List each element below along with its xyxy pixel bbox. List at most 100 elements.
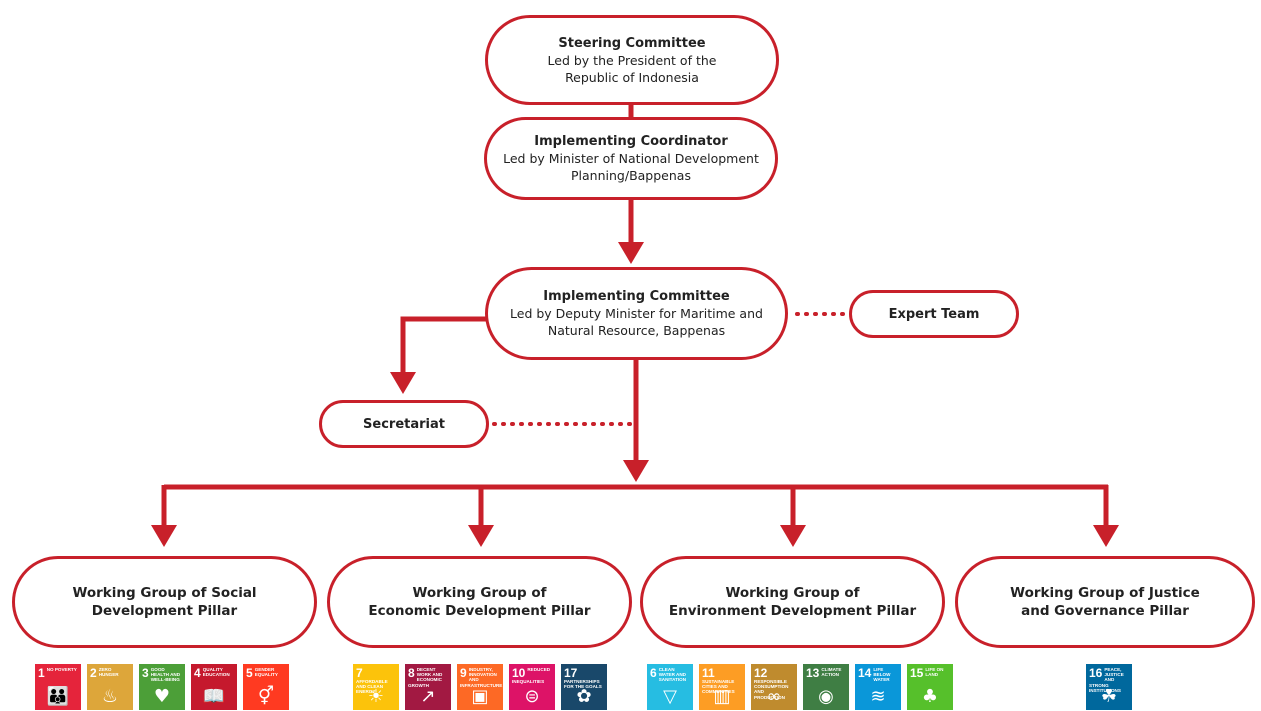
sdg-number: 4 bbox=[194, 666, 201, 680]
sdg-label: Clean Water and Sanitation bbox=[658, 667, 687, 683]
sdg-label: Responsible Consumption and Production bbox=[754, 679, 789, 700]
sdg-label: Industry, Innovation and Infrastructure bbox=[460, 667, 503, 688]
working-group-social: Working Group of Social Development Pill… bbox=[12, 556, 317, 648]
sdg-group-justice: 16Peace, Justice and Strong Institutions… bbox=[1086, 664, 1132, 710]
sdg-15-tile: 15Life on Land ♣ bbox=[907, 664, 953, 710]
sdg-number: 9 bbox=[460, 666, 467, 680]
sdg-group-environment: 6Clean Water and Sanitation ▽ 11Sustainabl… bbox=[647, 664, 953, 710]
sdg-5-tile: 5Gender Equality ⚥ bbox=[243, 664, 289, 710]
committee-title: Implementing Committee bbox=[543, 289, 730, 304]
sdg-2-tile: 2Zero Hunger ♨ bbox=[87, 664, 133, 710]
sdg-label: Sustainable Cities and Communities bbox=[702, 679, 735, 695]
implementing-committee-node: Implementing Committee Led by Deputy Min… bbox=[485, 267, 788, 360]
secretariat-title: Secretariat bbox=[363, 416, 445, 432]
arrowhead-wg-justice bbox=[1093, 525, 1119, 547]
sdg-8-tile: 8Decent Work and Economic Growth↗ bbox=[405, 664, 451, 710]
dove-icon: ☘ bbox=[1100, 686, 1118, 707]
sdg-label: Climate Action bbox=[821, 667, 842, 678]
city-icon: ▥ bbox=[713, 686, 731, 707]
infinity-icon: ∞ bbox=[766, 686, 782, 707]
bowl-icon: ♨ bbox=[101, 686, 119, 707]
sdg-number: 14 bbox=[858, 666, 872, 680]
sdg-label: Gender Equality bbox=[254, 667, 278, 678]
sdg-16-tile: 16Peace, Justice and Strong Institutions… bbox=[1086, 664, 1132, 710]
sdg-9-tile: 9Industry, Innovation and Infrastructure… bbox=[457, 664, 503, 710]
sdg-13-tile: 13Climate Action ◉ bbox=[803, 664, 849, 710]
sdg-label: Zero Hunger bbox=[98, 667, 119, 678]
sdg-number: 6 bbox=[650, 666, 657, 680]
expert-team-node: Expert Team bbox=[849, 290, 1019, 338]
fish-icon: ≋ bbox=[870, 686, 886, 707]
arrowhead-secretariat bbox=[390, 372, 416, 394]
sdg-number: 12 bbox=[754, 666, 768, 680]
arrowhead-bus bbox=[623, 460, 649, 482]
arrowhead-wg-environment bbox=[780, 525, 806, 547]
sdg-number: 13 bbox=[806, 666, 820, 680]
sdg-11-tile: 11Sustainable Cities and Communities▥ bbox=[699, 664, 745, 710]
secretariat-node: Secretariat bbox=[319, 400, 489, 448]
sdg-17-tile: 17Partnerships for the Goals✿ bbox=[561, 664, 607, 710]
water-glass-icon: ▽ bbox=[663, 686, 677, 707]
sdg-label: Quality Education bbox=[202, 667, 230, 678]
sdg-number: 11 bbox=[702, 666, 715, 680]
steering-title: Steering Committee bbox=[558, 35, 706, 51]
sdg-group-social: 1No Poverty 👪 2Zero Hunger ♨ 3Good Health an… bbox=[35, 664, 289, 710]
working-group-justice: Working Group of Justice and Governance … bbox=[955, 556, 1255, 648]
heartbeat-icon: ♥ bbox=[153, 686, 171, 707]
gender-icon: ⚥ bbox=[257, 686, 275, 707]
steering-line1: Led by the President of the bbox=[547, 52, 717, 68]
steering-committee-node: Steering Committee Led by the President … bbox=[485, 15, 779, 105]
sdg-number: 7 bbox=[356, 666, 363, 680]
sdg-10-tile: 10Reduced Inequalities ⊜ bbox=[509, 664, 555, 710]
sdg-label: Affordable and Clean Energy bbox=[356, 679, 388, 695]
sdg-number: 3 bbox=[142, 666, 149, 680]
sdg-label: Life on Land bbox=[925, 667, 944, 678]
implementing-coordinator-node: Implementing Coordinator Led by Minister… bbox=[484, 117, 778, 200]
sdg-label: Peace, Justice and Strong Institutions bbox=[1089, 667, 1124, 693]
sdg-number: 16 bbox=[1089, 666, 1103, 680]
steering-line2: Republic of Indonesia bbox=[565, 69, 699, 85]
sdg-number: 1 bbox=[38, 666, 45, 680]
sdg-label: Life Below Water bbox=[873, 667, 891, 683]
flower-icon: ✿ bbox=[576, 686, 592, 707]
sdg-number: 2 bbox=[90, 666, 97, 680]
working-group-environment: Working Group of Environment Development… bbox=[640, 556, 945, 648]
sdg-label: Good Health and Well-being bbox=[150, 667, 181, 683]
equal-icon: ⊜ bbox=[524, 686, 540, 707]
committee-line2: Natural Resource, Bappenas bbox=[547, 323, 726, 338]
cubes-icon: ▣ bbox=[471, 686, 489, 707]
coordinator-line2: Planning/Bappenas bbox=[571, 168, 691, 183]
expert-title: Expert Team bbox=[888, 306, 980, 322]
sdg-14-tile: 14Life Below Water ≋ bbox=[855, 664, 901, 710]
tree-icon: ♣ bbox=[921, 686, 939, 707]
coordinator-line1: Led by Minister of National Development bbox=[503, 151, 759, 166]
coordinator-title: Implementing Coordinator bbox=[534, 134, 728, 149]
growth-chart-icon: ↗ bbox=[420, 686, 436, 707]
eye-icon: ◉ bbox=[818, 686, 834, 707]
sdg-label: Reduced Inequalities bbox=[512, 667, 551, 684]
sdg-1-tile: 1No Poverty 👪 bbox=[35, 664, 81, 710]
arrow-committee-secretariat bbox=[400, 316, 486, 374]
sdg-12-tile: 12Responsible Consumption and Production… bbox=[751, 664, 797, 710]
sdg-7-tile: 7Affordable and Clean Energy☀ bbox=[353, 664, 399, 710]
sdg-number: 5 bbox=[246, 666, 253, 680]
sdg-label: Decent Work and Economic Growth bbox=[408, 667, 443, 688]
sdg-group-economic: 7Affordable and Clean Energy☀8Decent Wor… bbox=[353, 664, 607, 710]
arrowhead-wg-economic bbox=[468, 525, 494, 547]
sdg-number: 8 bbox=[408, 666, 415, 680]
people-icon: 👪 bbox=[46, 686, 70, 707]
sdg-number: 15 bbox=[910, 666, 924, 680]
committee-line1: Led by Deputy Minister for Maritime and bbox=[510, 306, 763, 321]
sdg-number: 10 bbox=[512, 666, 526, 680]
arrowhead-wg-social bbox=[151, 525, 177, 547]
sun-icon: ☀ bbox=[367, 686, 385, 707]
sdg-label: No Poverty bbox=[46, 667, 77, 672]
sdg-6-tile: 6Clean Water and Sanitation ▽ bbox=[647, 664, 693, 710]
sdg-number: 17 bbox=[564, 666, 578, 680]
sdg-label: Partnerships for the Goals bbox=[564, 679, 602, 690]
working-group-economic: Working Group of Economic Development Pi… bbox=[327, 556, 632, 648]
arrowhead-committee bbox=[618, 242, 644, 264]
sdg-3-tile: 3Good Health and Well-being ♥ bbox=[139, 664, 185, 710]
book-icon: 📖 bbox=[202, 686, 226, 707]
